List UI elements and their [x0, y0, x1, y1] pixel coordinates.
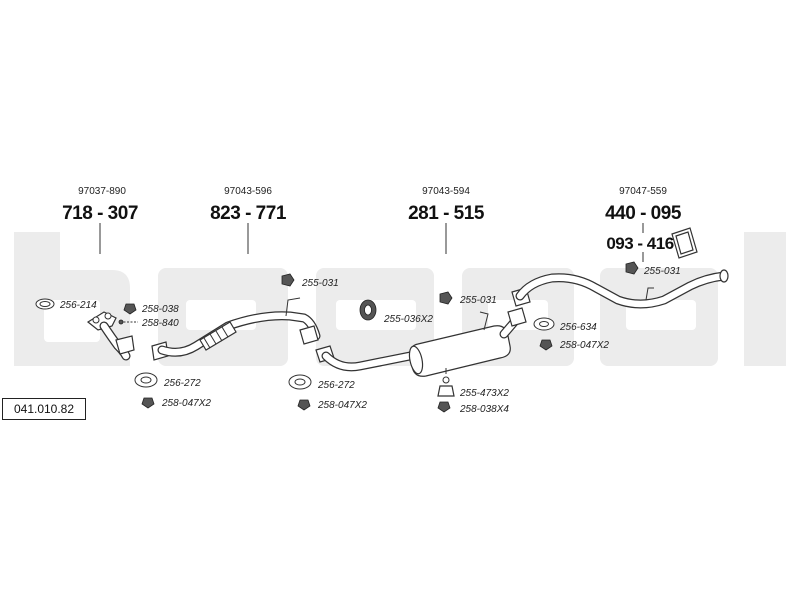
fitting-256-272-left-label: 256-272 [163, 378, 201, 389]
gasket-256-272-left: 256-272 [134, 372, 201, 389]
fitting-256-634-label: 256-634 [559, 322, 597, 333]
gasket-256-272-middle: 256-272 [288, 374, 355, 391]
fitting-258-038-label: 258-038 [141, 304, 179, 315]
clamp-255-031-b: 255-031 [439, 291, 497, 306]
reference-number-box: 041.010.82 [2, 398, 86, 420]
fitting-258-047x2-right-label: 258-047X2 [559, 340, 609, 351]
flex-pipe [151, 297, 321, 361]
nut-258-038x4: 258-038X4 [437, 401, 509, 415]
rubber-ring-255-036x2: 255-036X2 [359, 299, 433, 325]
fitting-255-031-a-label: 255-031 [301, 278, 339, 289]
fitting-258-840-label: 258-840 [141, 318, 179, 329]
fitting-255-036x2-label: 255-036X2 [383, 314, 433, 325]
hanger-255-473x2: 255-473X2 [437, 368, 509, 399]
hanger-rubber-block [671, 227, 698, 259]
fitting-256-214-label: 256-214 [59, 300, 97, 311]
component-3-number: 281 - 515 [408, 203, 485, 224]
component-4-number: 440 - 095 [605, 203, 682, 224]
fitting-255-031-c-label: 255-031 [643, 266, 681, 277]
component-2-number: 823 - 771 [210, 203, 287, 224]
fitting-258-047x2-left-label: 258-047X2 [161, 398, 211, 409]
fitting-258-047x2-middle-label: 258-047X2 [317, 400, 367, 411]
flex-bellows [199, 321, 237, 351]
nut-258-038: 258-038 [123, 303, 179, 315]
component-2-code: 97043-596 [224, 186, 272, 197]
clamp-255-031-c: 255-031 [625, 261, 681, 277]
component-1-code: 97037-890 [78, 186, 126, 197]
nut-258-047x2-middle: 258-047X2 [297, 399, 367, 411]
nut-258-047x2-left: 258-047X2 [141, 397, 211, 409]
component-4-code: 97047-559 [619, 186, 667, 197]
nut-258-047x2-right: 258-047X2 [539, 339, 609, 351]
clamp-255-031-a: 255-031 [281, 273, 339, 289]
fitting-258-038x4-label: 258-038X4 [459, 404, 509, 415]
component-1-number: 718 - 307 [62, 203, 138, 224]
rear-tailpipe [511, 269, 729, 309]
component-3-code: 97043-594 [422, 186, 470, 197]
center-muffler [315, 307, 527, 377]
fitting-255-473x2-label: 255-473X2 [459, 388, 509, 399]
front-downpipe [86, 311, 135, 361]
bolt-258-840: 258-840 [118, 318, 179, 329]
fitting-255-031-b-label: 255-031 [459, 295, 497, 306]
fitting-256-272-middle-label: 256-272 [317, 380, 355, 391]
component-4-extra-number: 093 - 416 [606, 234, 673, 253]
gasket-256-214: 256-214 [35, 298, 97, 311]
gasket-256-634: 256-634 [533, 317, 597, 333]
